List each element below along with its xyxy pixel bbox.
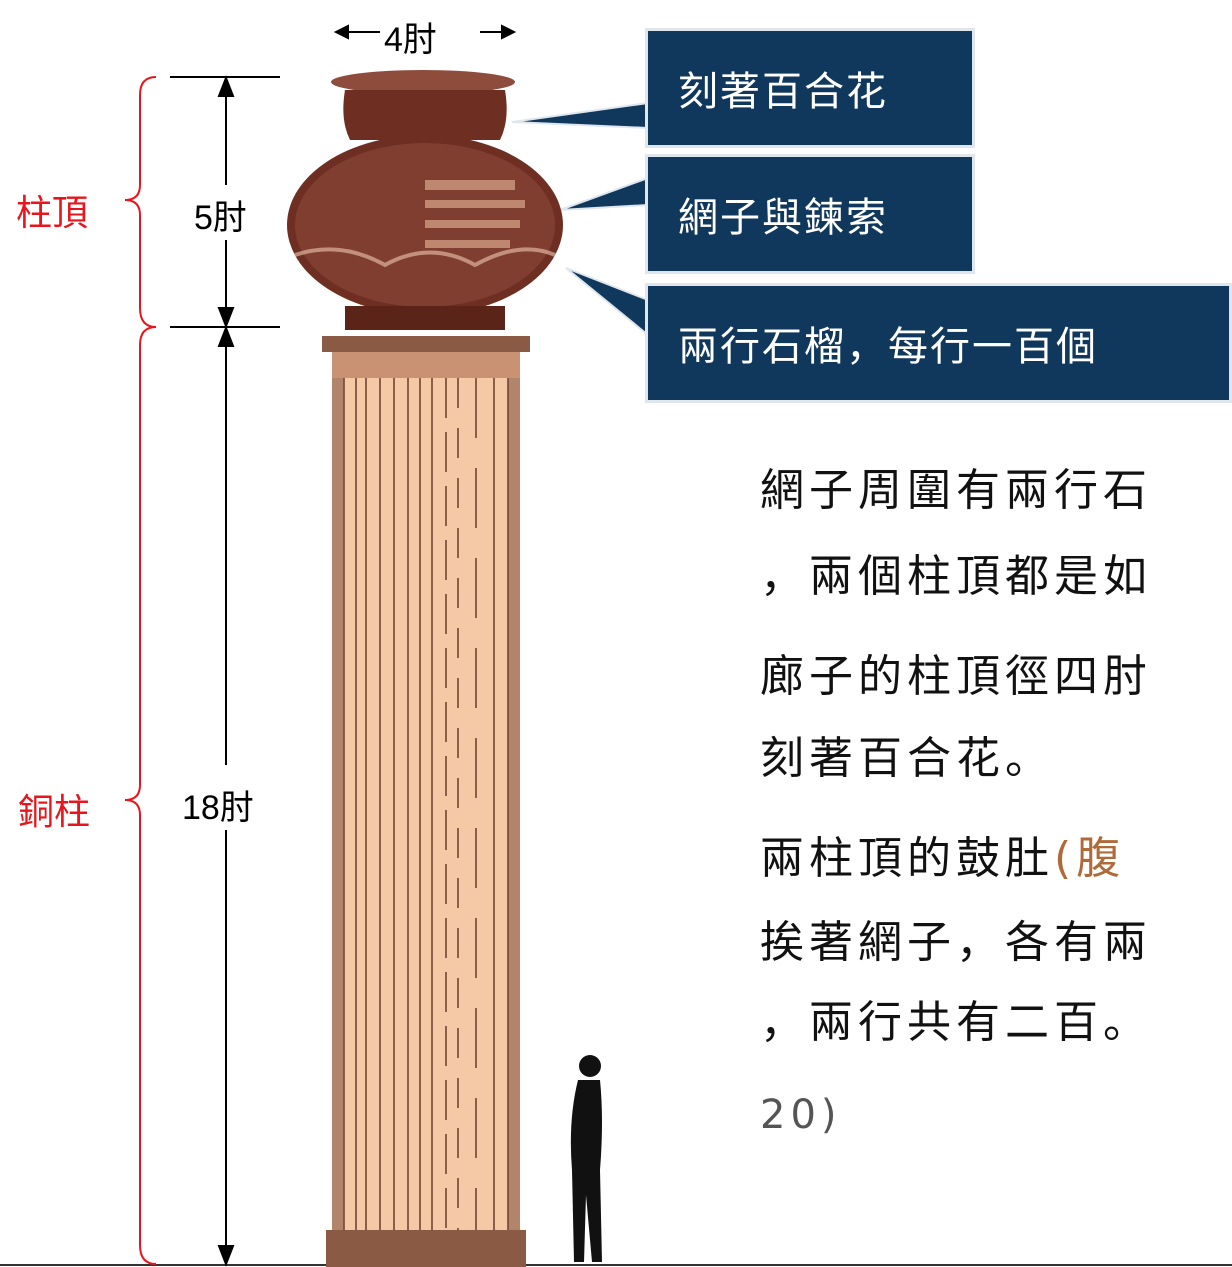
body-line-5: 兩柱頂的鼓肚(腹 <box>760 822 1232 886</box>
column-shaft <box>322 336 530 1267</box>
width-arrows <box>333 24 517 40</box>
callout-pomegranates: 兩行石榴，每行一百個 <box>645 283 1232 403</box>
body-line-1: 網子周圍有兩行石 <box>760 465 1152 516</box>
body-line-2: ，兩個柱頂都是如 <box>760 551 1152 602</box>
braces <box>124 76 157 1265</box>
body-line-4: 刻著百合花。 <box>760 733 1054 784</box>
dimension-lines <box>170 75 280 1267</box>
pillar-height-label: 18肘 <box>180 780 256 829</box>
capital <box>287 70 563 330</box>
callout-lilies: 刻著百合花 <box>645 28 975 148</box>
body-line-5-prefix: 兩柱頂的鼓肚 <box>760 833 1054 884</box>
body-line-7: ，兩行共有二百。 <box>760 997 1152 1048</box>
body-line-5-note: (腹 <box>1054 833 1126 884</box>
person-silhouette <box>570 1055 602 1262</box>
callout-pointers <box>511 101 649 338</box>
body-line-3: 廊子的柱頂徑四肘 <box>760 651 1152 702</box>
callout-network-chains: 網子與鍊索 <box>645 154 975 274</box>
body-line-6: 挨著網子，各有兩 <box>760 917 1152 968</box>
body-line-8: 20) <box>760 1092 842 1138</box>
pillar-side-label: 銅柱 <box>18 792 91 833</box>
width-label: 4肘 <box>384 21 437 59</box>
capital-side-label: 柱頂 <box>16 193 89 234</box>
capital-height-label: 5肘 <box>192 190 249 239</box>
